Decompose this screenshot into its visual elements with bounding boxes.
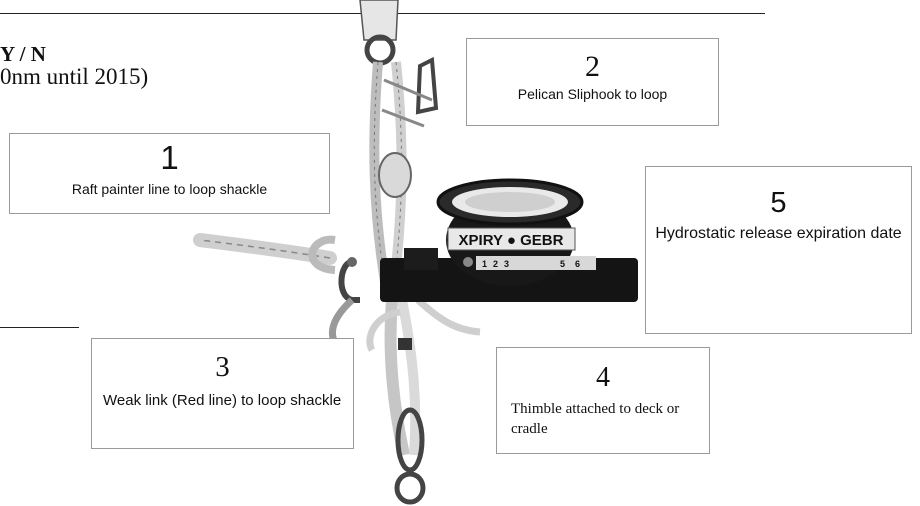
release-top-face-inner [465, 192, 555, 212]
dial-number-2: 2 [493, 259, 498, 269]
rope-clamp [398, 338, 412, 350]
callout-text: Pelican Sliphook to loop [467, 86, 718, 102]
sling-line-a [384, 80, 432, 100]
release-bolt [463, 257, 473, 267]
loop-shackle-pin [347, 257, 357, 267]
dial-number-1: 1 [482, 259, 487, 269]
dial-number-5: 5 [560, 259, 565, 269]
callout-expiration-date: 5 Hydrostatic release expiration date [645, 166, 912, 334]
callout-pelican-sliphook: 2 Pelican Sliphook to loop [466, 38, 719, 126]
knot [379, 153, 411, 197]
callout-text: Thimble attached to deck or cradle [511, 399, 709, 439]
callout-thimble: 4 Thimble attached to deck or cradle [496, 347, 710, 454]
callout-raft-painter-line: 1 Raft painter line to loop shackle [9, 133, 330, 214]
callout-text: Hydrostatic release expiration date [646, 223, 911, 245]
loop-shackle [341, 262, 360, 300]
callout-text: Weak link (Red line) to loop shackle [103, 391, 353, 410]
callout-text: Raft painter line to loop shackle [10, 181, 329, 197]
callout-number: 1 [10, 140, 329, 176]
callout-number: 5 [646, 187, 911, 219]
bottom-link [397, 474, 423, 502]
callout-number: 2 [467, 51, 718, 83]
top-strap [360, 0, 398, 40]
release-base-block [404, 248, 438, 270]
callout-weak-link: 3 Weak link (Red line) to loop shackle [91, 338, 354, 449]
dial-number-3: 3 [504, 259, 509, 269]
top-ring [367, 37, 393, 63]
dial-number-6: 6 [575, 259, 580, 269]
dial-text: XPIRY ● GEBR [459, 232, 564, 249]
callout-number: 4 [497, 363, 709, 393]
rope-end-a [418, 300, 480, 332]
callout-number: 3 [92, 351, 353, 383]
pelican-sliphook [418, 60, 436, 112]
